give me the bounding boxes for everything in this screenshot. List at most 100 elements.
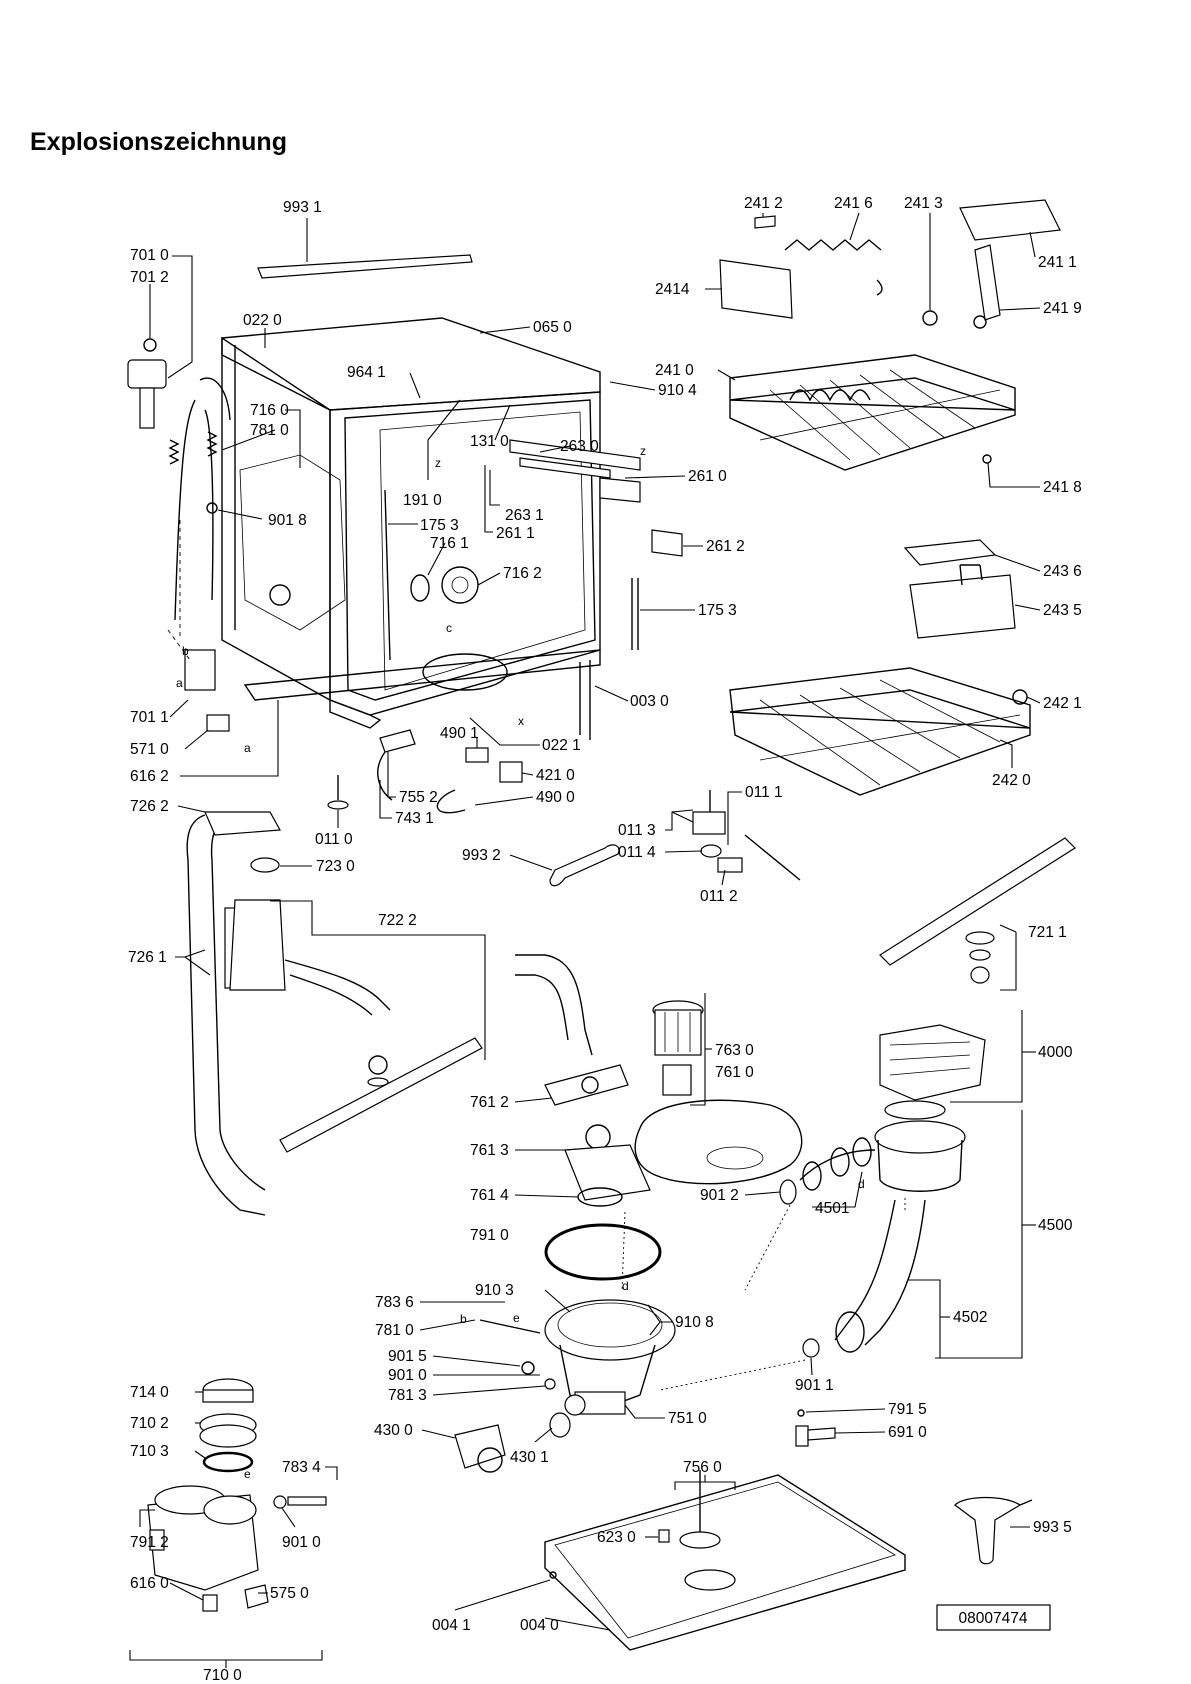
label-781-0b: 781 0 — [375, 1322, 414, 1339]
float-base — [684, 1569, 736, 1591]
label-575-0: 575 0 — [270, 1585, 309, 1602]
label-616-0: 616 0 — [130, 1575, 169, 1592]
upper-basket — [729, 354, 1016, 471]
label-761-0: 761 0 — [715, 1064, 754, 1081]
label-4501: 4501 — [815, 1200, 849, 1217]
wrench-993-2 — [549, 844, 620, 887]
label-901-2: 901 2 — [700, 1187, 739, 1204]
seal-901-0b — [273, 1495, 287, 1509]
pump-430-0 — [454, 1424, 506, 1469]
flange-726-2 — [204, 811, 281, 836]
label-2414: 2414 — [655, 281, 690, 298]
page-title: Explosionszeichnung — [30, 128, 287, 156]
seal-723-0 — [250, 857, 280, 873]
label-242-0: 242 0 — [992, 772, 1031, 789]
label-243-5: 243 5 — [1043, 602, 1082, 619]
label-743-1: 743 1 — [395, 810, 434, 827]
seal-781-3 — [544, 1378, 556, 1390]
softener-710-0 — [147, 1378, 269, 1612]
pump-housing-4500 — [874, 1120, 966, 1154]
label-4000: 4000 — [1038, 1044, 1073, 1061]
label-241-3: 241 3 — [904, 195, 943, 212]
part-623-0 — [658, 1529, 670, 1543]
upper-rail-2 — [519, 457, 611, 479]
label-701-2: 701 2 — [130, 269, 169, 286]
label-756-0: 756 0 — [683, 1459, 722, 1476]
pipe-4501 — [799, 1149, 876, 1181]
cutlery-basket-243-5 — [909, 574, 1016, 639]
shelf-241-1 — [959, 199, 1061, 241]
label-781-0: 781 0 — [250, 422, 289, 439]
lower-basket — [729, 667, 1031, 796]
label-755-2: 755 2 — [399, 789, 438, 806]
label-751-0: 751 0 — [668, 1410, 707, 1427]
supply-pipe-761 — [515, 954, 593, 1056]
arm-pipe-722 — [284, 959, 391, 1011]
letter-marker: c — [446, 621, 452, 635]
label-726-2: 726 2 — [130, 798, 169, 815]
clip-901-8 — [206, 502, 218, 514]
label-022-1: 022 1 — [542, 737, 581, 754]
letter-marker: d — [622, 1279, 629, 1293]
doc-number: 08007474 — [959, 1610, 1028, 1627]
label-242-1: 242 1 — [1043, 695, 1082, 712]
label-175-3: 175 3 — [420, 517, 459, 534]
label-243-6: 243 6 — [1043, 563, 1082, 580]
label-191-0: 191 0 — [403, 492, 442, 509]
wire-241-6 — [784, 239, 883, 296]
label-710-2: 710 2 — [130, 1415, 169, 1432]
arm-761-2 — [544, 1064, 629, 1106]
label-011-4: 011 4 — [618, 844, 656, 861]
label-714-0: 714 0 — [130, 1384, 169, 1401]
label-4500: 4500 — [1038, 1217, 1073, 1234]
clip-241-2 — [754, 215, 776, 229]
part-drawings — [127, 199, 1076, 1651]
label-022-0: 022 0 — [243, 312, 282, 329]
label-241-6: 241 6 — [834, 195, 873, 212]
heater-4000 — [879, 1024, 986, 1101]
roller-241-3 — [922, 310, 938, 326]
label-263-1: 263 1 — [505, 507, 544, 524]
label-781-3: 781 3 — [388, 1387, 427, 1404]
label-910-4: 910 4 — [658, 382, 697, 399]
label-761-3: 761 3 — [470, 1142, 509, 1159]
seal-ring-791-0 — [544, 1223, 662, 1281]
seal-430-1 — [549, 1412, 571, 1438]
label-241-8: 241 8 — [1043, 479, 1082, 496]
label-065-0: 065 0 — [533, 319, 572, 336]
label-4502: 4502 — [953, 1309, 987, 1326]
filter-763-0 — [652, 1000, 704, 1096]
seal-901-2 — [779, 1179, 797, 1205]
label-261-1: 261 1 — [496, 525, 535, 542]
hub-716-2 — [441, 566, 479, 604]
label-691-0: 691 0 — [888, 1424, 927, 1441]
hose-4502 — [834, 1199, 896, 1341]
label-761-4: 761 4 — [470, 1187, 509, 1204]
rail-end-261-2 — [651, 529, 683, 557]
label-716-0: 716 0 — [250, 402, 289, 419]
letter-marker: a — [176, 676, 183, 690]
reference-letters: b a a c x z z e b d d e — [176, 444, 865, 1481]
label-011-0: 011 0 — [315, 831, 353, 848]
label-430-1: 430 1 — [510, 1449, 549, 1466]
label-993-1: 993 1 — [283, 199, 322, 216]
label-791-2: 791 2 — [130, 1534, 169, 1551]
spring-781 — [206, 431, 218, 457]
seal-710-3 — [202, 1451, 254, 1473]
label-710-3: 710 3 — [130, 1443, 169, 1460]
label-571-0: 571 0 — [130, 741, 169, 758]
letter-marker: b — [182, 644, 189, 658]
label-490-0: 490 0 — [536, 789, 575, 806]
rod-781-0 — [479, 1319, 541, 1334]
top-cover-strip — [257, 254, 473, 279]
stop-241-8 — [982, 454, 992, 464]
seal-901-1 — [802, 1338, 820, 1358]
flap-2414 — [719, 259, 793, 319]
label-901-5: 901 5 — [388, 1348, 427, 1365]
fine-filter-761-0 — [634, 1099, 803, 1185]
label-011-3: 011 3 — [618, 822, 656, 839]
seal-716-1 — [410, 574, 430, 602]
label-241-1: 241 1 — [1038, 254, 1077, 271]
letter-marker: e — [244, 1467, 251, 1481]
label-910-3: 910 3 — [475, 1282, 514, 1299]
